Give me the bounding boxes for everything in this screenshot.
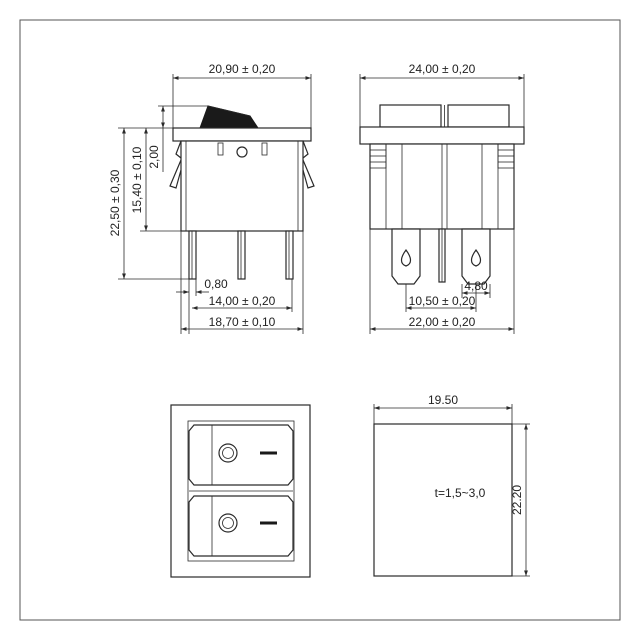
lower-rocker xyxy=(188,495,294,557)
dim-body-height: 15,40 ± 0,10 xyxy=(130,146,144,213)
front-flange xyxy=(359,126,525,145)
pin-left xyxy=(188,230,197,280)
dim-top-width-side: 20,90 ± 0,20 xyxy=(209,62,276,76)
switch-body xyxy=(180,140,304,232)
dim-cutout-height: 22.20 xyxy=(510,485,524,515)
terminal-left xyxy=(391,228,421,285)
lower-rocker-circle-icon xyxy=(218,513,238,533)
body-hole xyxy=(236,146,248,158)
side-view-dimensions xyxy=(118,74,312,334)
front-view-dimensions xyxy=(359,74,525,334)
panel-thickness-label: t=1,5~3,0 xyxy=(435,486,486,500)
drawing-frame xyxy=(19,19,621,621)
front-view xyxy=(359,104,525,285)
panel-cutout xyxy=(373,404,530,577)
left-snap-clip xyxy=(169,159,182,189)
dim-base-width-side: 18,70 ± 0,10 xyxy=(209,315,276,329)
dim-top-width-front: 24,00 ± 0,20 xyxy=(409,62,476,76)
dim-overall-height: 22,50 ± 0,30 xyxy=(108,169,122,236)
terminal-right xyxy=(461,228,491,285)
right-snap-clip xyxy=(302,159,315,189)
upper-rocker-circle-icon xyxy=(218,443,238,463)
dim-base-width-front: 22,00 ± 0,20 xyxy=(409,315,476,329)
dim-terminal-width: 4,80 xyxy=(464,279,488,293)
dim-terminal-spacing: 10,50 ± 0,20 xyxy=(409,294,476,308)
upper-rocker xyxy=(188,424,294,486)
side-view xyxy=(169,105,315,280)
rocker-left xyxy=(379,104,442,128)
dim-rocker-height: 2,00 xyxy=(147,145,161,169)
pin-center xyxy=(237,230,246,280)
top-view xyxy=(170,404,311,578)
cutout-rect xyxy=(373,423,513,577)
pin-right xyxy=(285,230,294,280)
top-bezel-inner xyxy=(187,420,295,562)
rocker-right xyxy=(447,104,510,128)
top-flange xyxy=(172,127,312,142)
dim-cutout-width: 19.50 xyxy=(428,393,458,407)
rocker-actuator xyxy=(199,105,259,129)
dim-pin-width: 0,80 xyxy=(204,277,228,291)
dim-pin-spacing: 14,00 ± 0,20 xyxy=(209,294,276,308)
